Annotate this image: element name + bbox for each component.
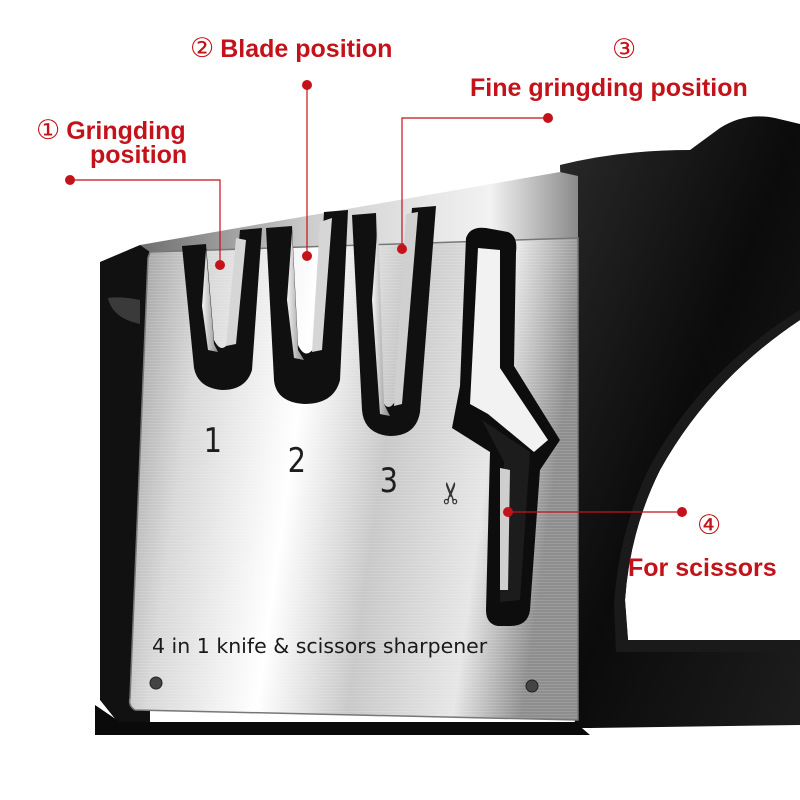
sharpener-body bbox=[90, 116, 800, 747]
slot-1 bbox=[182, 228, 262, 390]
callout-fine: ③ bbox=[612, 36, 642, 63]
slot-number-3: 3 bbox=[379, 461, 399, 501]
callout-label: Gringding bbox=[66, 117, 186, 145]
callout-grinding-line2: position bbox=[90, 143, 187, 168]
callout-scissors: ④ bbox=[697, 512, 727, 539]
callout-label: Fine gringding position bbox=[470, 74, 748, 102]
callout-fine-label: Fine gringding position bbox=[470, 76, 748, 101]
callout-label: position bbox=[90, 141, 188, 169]
screw-left bbox=[149, 676, 163, 690]
callout-label: For scissors bbox=[628, 554, 777, 582]
callout-number: ④ bbox=[697, 510, 722, 540]
callout-lines bbox=[70, 85, 682, 513]
callout-label: Blade position bbox=[220, 35, 393, 63]
callout-dots bbox=[65, 80, 687, 517]
slot-3 bbox=[352, 206, 436, 436]
scissors-icon: ✂ bbox=[434, 480, 470, 506]
product-caption: 4 in 1 knife & scissors sharpener bbox=[152, 634, 488, 658]
callout-scissors-label: For scissors bbox=[628, 556, 777, 581]
slot-number-2: 2 bbox=[287, 441, 307, 481]
callout-number: ③ bbox=[612, 34, 637, 64]
slot-number-1: 1 bbox=[203, 421, 223, 461]
screw-right bbox=[525, 679, 539, 693]
slot-2 bbox=[266, 210, 348, 404]
callout-number: ② bbox=[190, 33, 215, 63]
callout-number: ① bbox=[36, 115, 61, 145]
